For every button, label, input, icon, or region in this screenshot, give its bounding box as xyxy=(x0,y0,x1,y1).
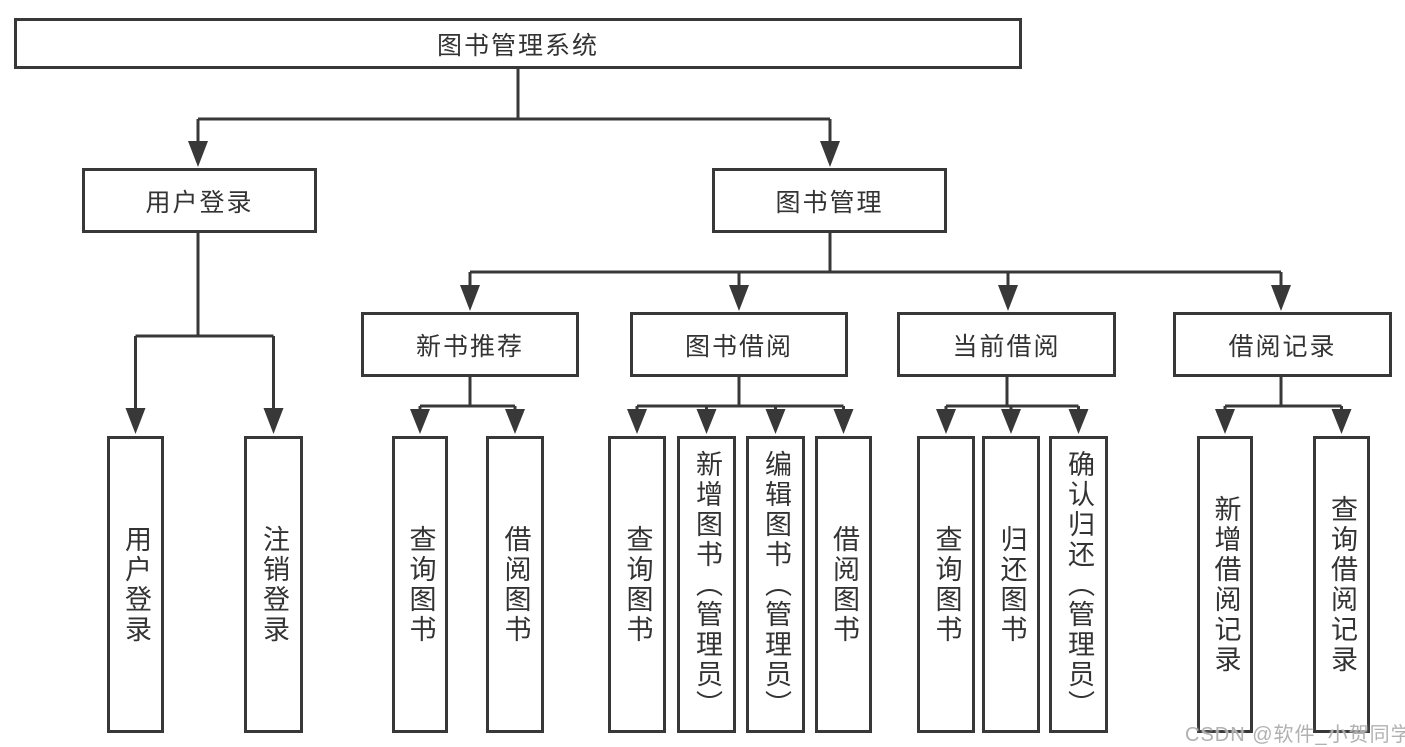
node-label: 新增图书（管理员） xyxy=(692,449,722,720)
node-label: 查询借阅记录 xyxy=(1327,494,1357,675)
node-search-books-recommend: 查询图书 xyxy=(392,436,448,733)
node-confirm-return-admin: 确认归还（管理员） xyxy=(1049,436,1108,733)
node-label: 新增借阅记录 xyxy=(1210,494,1241,675)
node-login: 用户登录 xyxy=(107,436,164,733)
node-add-books-admin: 新增图书（管理员） xyxy=(677,436,736,733)
node-current-borrowing: 当前借阅 xyxy=(897,312,1116,377)
node-add-borrow-record: 新增借阅记录 xyxy=(1197,436,1253,733)
node-label: 借阅图书 xyxy=(829,524,859,645)
node-label: 图书管理系统 xyxy=(436,31,599,60)
arrowheads xyxy=(125,141,1352,434)
node-book-management: 图书管理 xyxy=(712,168,947,233)
csdn-watermark: CSDN @软件_小贺同学 xyxy=(1185,724,1405,746)
node-user-login: 用户登录 xyxy=(82,168,317,233)
node-label: 当前借阅 xyxy=(952,332,1061,361)
node-label: 查询图书 xyxy=(931,524,962,645)
node-search-books-borrowing: 查询图书 xyxy=(608,436,666,733)
node-search-borrow-record: 查询借阅记录 xyxy=(1313,436,1370,733)
node-borrow-books: 借阅图书 xyxy=(815,436,872,733)
node-new-book-recommendation: 新书推荐 xyxy=(361,312,579,377)
node-label: 确认归还（管理员） xyxy=(1064,449,1094,720)
node-label: 借阅记录 xyxy=(1228,332,1337,361)
node-search-books-current: 查询图书 xyxy=(917,436,975,733)
node-borrowing-records: 借阅记录 xyxy=(1173,312,1392,377)
node-label: 查询图书 xyxy=(622,524,653,645)
node-edit-books-admin: 编辑图书（管理员） xyxy=(746,436,805,733)
node-label: 用户登录 xyxy=(121,524,151,645)
node-label: 编辑图书（管理员） xyxy=(761,449,791,720)
node-label: 图书借阅 xyxy=(684,332,793,361)
node-label: 用户登录 xyxy=(145,188,254,217)
node-label: 新书推荐 xyxy=(415,332,524,361)
node-borrow-books-recommend: 借阅图书 xyxy=(486,436,544,733)
node-book-borrowing: 图书借阅 xyxy=(630,312,848,377)
node-return-books: 归还图书 xyxy=(982,436,1040,733)
node-label: 查询图书 xyxy=(405,524,436,645)
node-label: 注销登录 xyxy=(259,524,289,645)
node-label: 借阅图书 xyxy=(500,524,531,645)
node-root: 图书管理系统 xyxy=(14,18,1022,69)
node-logout: 注销登录 xyxy=(244,436,303,733)
node-label: 归还图书 xyxy=(996,524,1027,645)
node-label: 图书管理 xyxy=(775,188,884,217)
